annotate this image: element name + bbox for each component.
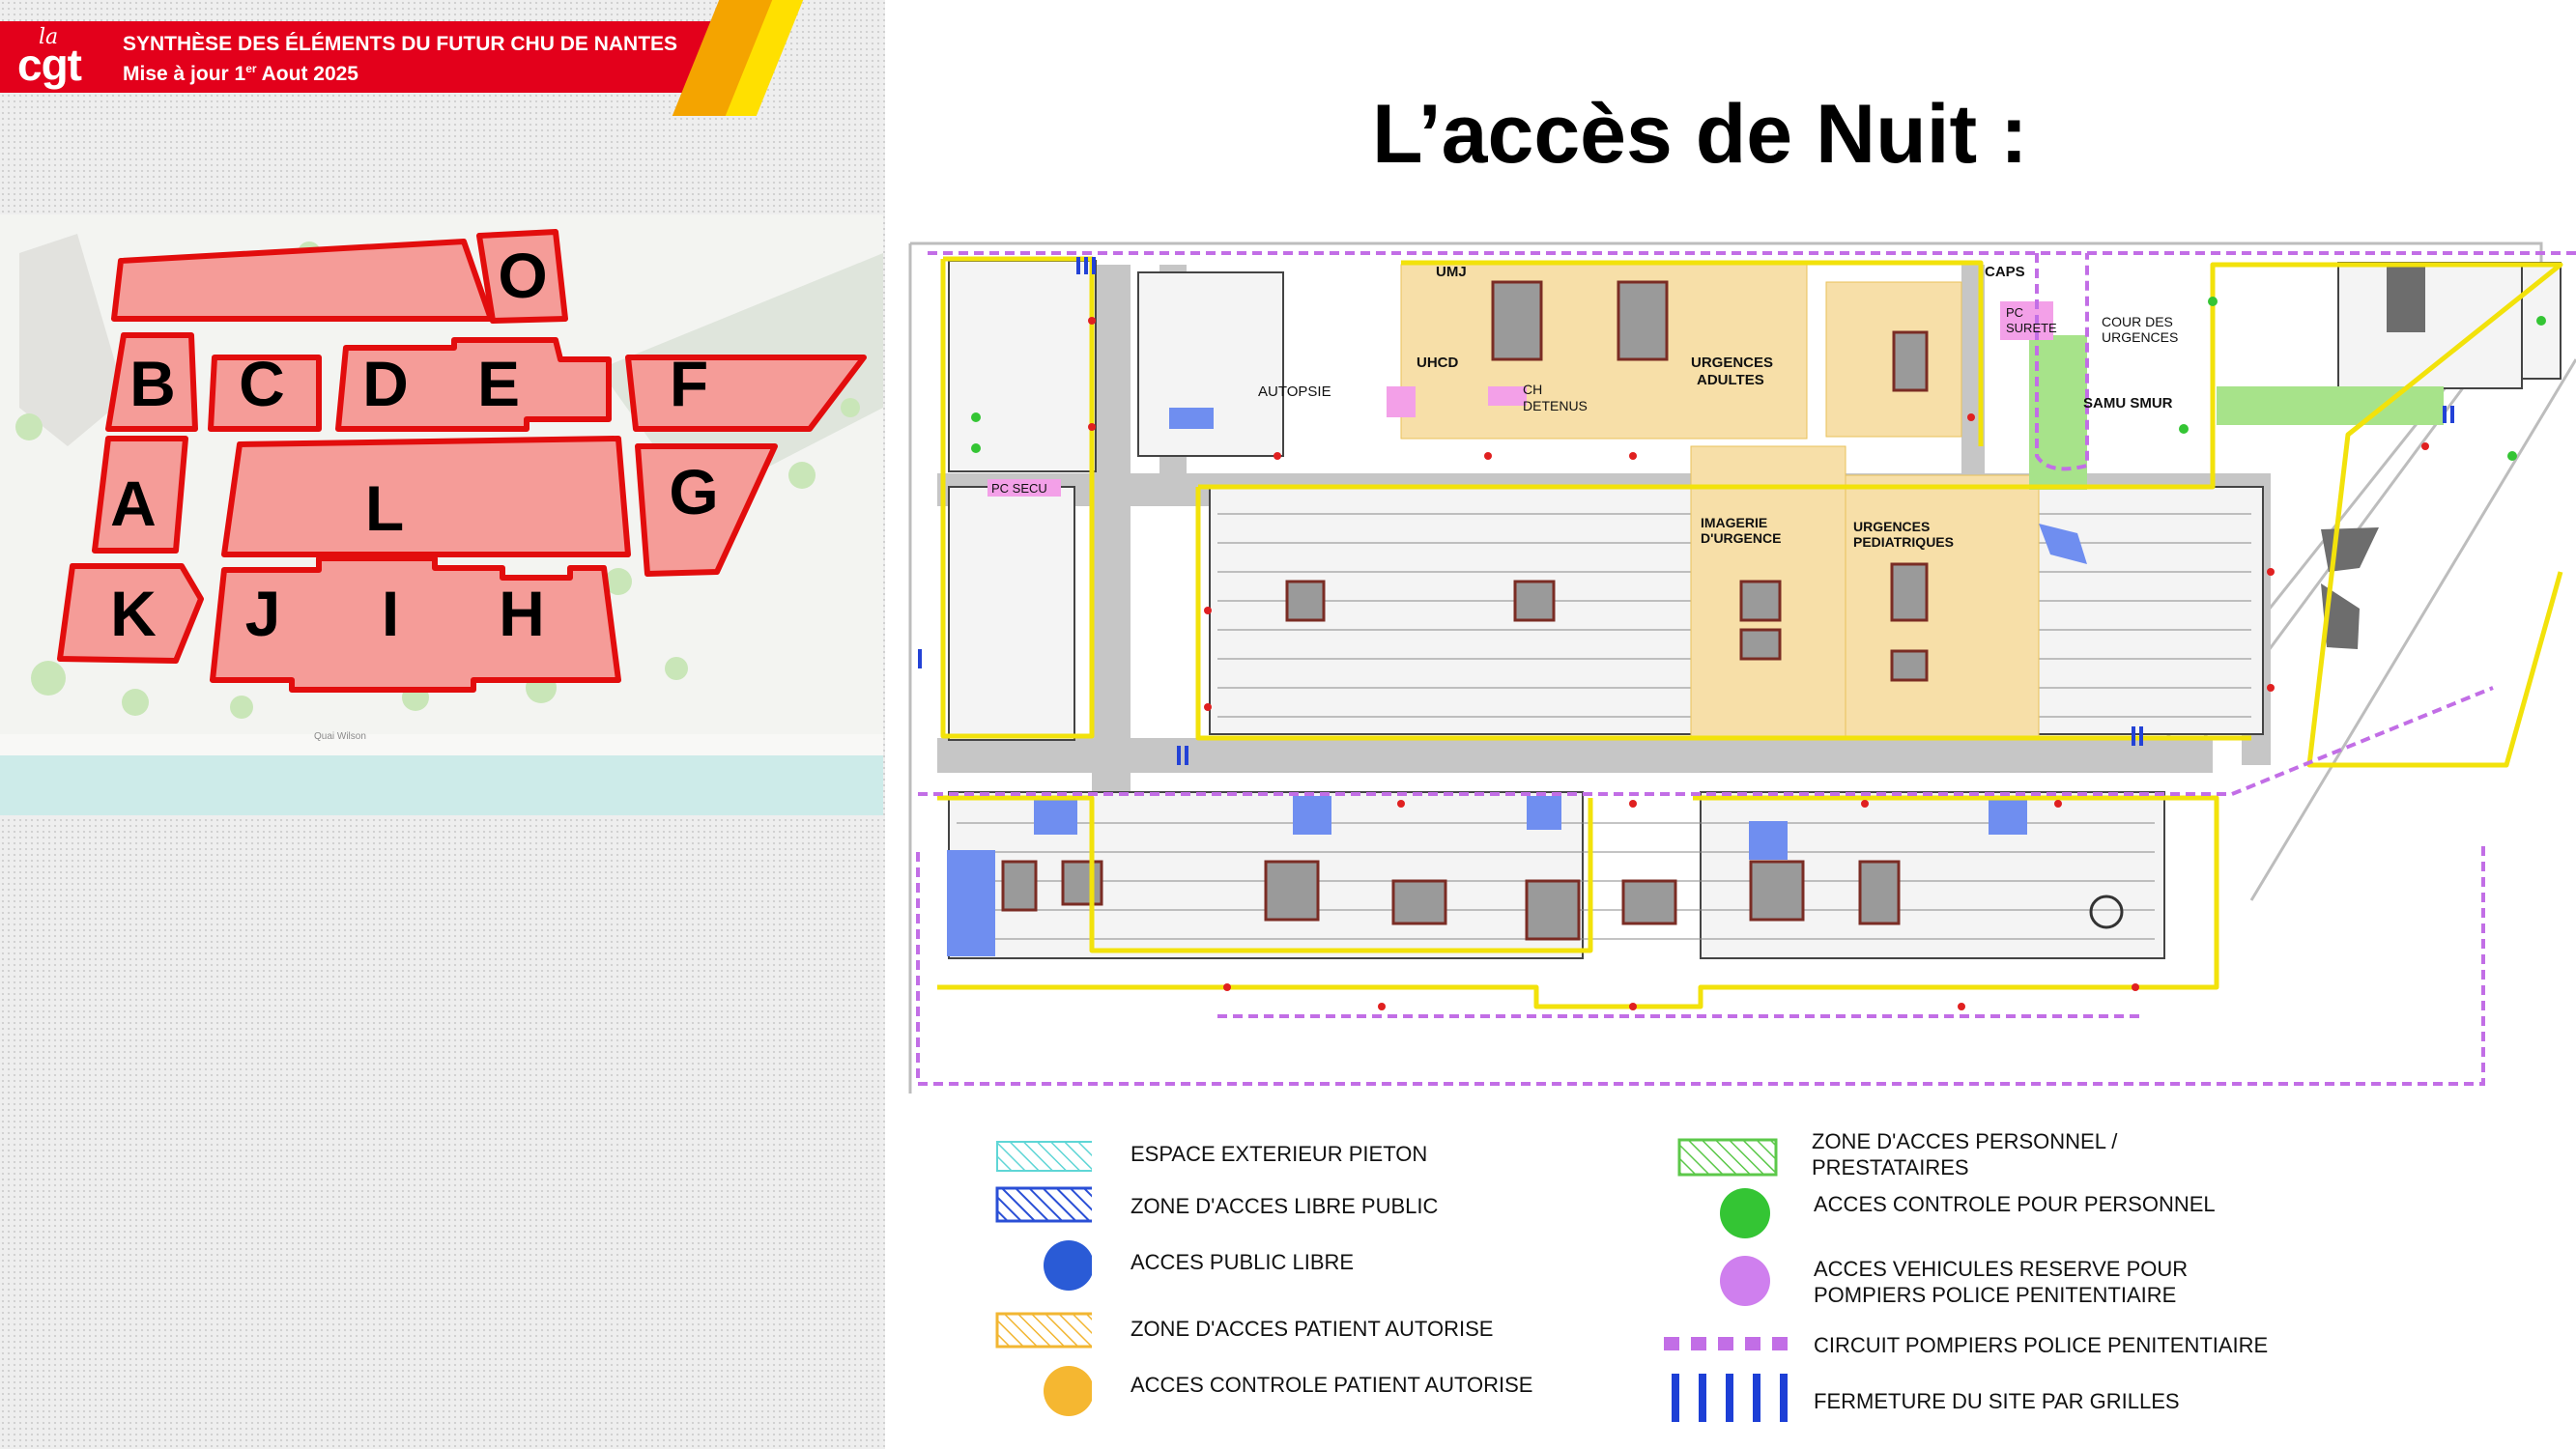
label-caps: CAPS	[1985, 264, 2025, 280]
header-subtitle: Mise à jour 1er Aout 2025	[123, 62, 358, 86]
building-DE	[335, 337, 612, 432]
building-letter: L	[365, 472, 404, 544]
minimap-river	[0, 755, 883, 815]
subtitle-prefix: Mise à jour 1	[123, 63, 246, 85]
building-A	[92, 436, 188, 554]
building-letter: F	[670, 348, 708, 419]
swatch-staff-zone	[1677, 1138, 1778, 1177]
swatch-grilles	[1672, 1374, 1788, 1422]
subtitle-suffix: Aout 2025	[256, 63, 358, 85]
label-imagerie-2: D'URGENCE	[1701, 530, 1781, 546]
building-letter: E	[477, 348, 520, 419]
label-detenus: DETENUS	[1523, 398, 1588, 413]
swatch-public-access	[1044, 1240, 1092, 1291]
label-pc-surete-2: SURETE	[2006, 321, 2057, 335]
legend-swatches-right	[1664, 1138, 1788, 1422]
building-letter: G	[669, 456, 718, 527]
building-G	[635, 443, 778, 577]
label-pc-surete-1: PC	[2006, 305, 2023, 320]
swatch-circuit	[1664, 1337, 1788, 1350]
building-letter: O	[498, 240, 547, 311]
cgt-logo: la cgt	[17, 25, 99, 90]
swatch-public-zone	[995, 1186, 1092, 1223]
plan-labels: UMJ CAPS UHCD CH DETENUS URGENCES ADULTE…	[991, 264, 2178, 550]
legend-label: CIRCUIT POMPIERS POLICE PENITENTIAIRE	[1814, 1333, 2269, 1357]
pink-zones	[987, 301, 2053, 497]
label-autopsie: AUTOPSIE	[1258, 384, 1331, 400]
building-O	[476, 229, 568, 324]
label-uhcd: UHCD	[1417, 355, 1458, 371]
label-cour-1: COUR DES	[2102, 314, 2173, 329]
legend-label: ESPACE EXTERIEUR PIETON	[1131, 1142, 1428, 1166]
label-pc-secu: PC SECU	[991, 481, 1047, 496]
building-letter: B	[129, 348, 176, 419]
grille-fences	[918, 257, 2454, 765]
swatch-vehicle-access	[1720, 1256, 1770, 1306]
building-JIH	[210, 555, 621, 693]
logo-main: cgt	[17, 40, 82, 90]
header-banner	[0, 21, 734, 93]
legend-label-line: ZONE D'ACCES PERSONNEL /	[1812, 1129, 2118, 1153]
label-ch: CH	[1523, 382, 1542, 397]
building-C	[208, 355, 322, 432]
legend-label-line: ACCES VEHICULES RESERVE POUR	[1814, 1257, 2189, 1281]
legend-swatches-left	[995, 1141, 1092, 1416]
emergency-circuit	[916, 251, 2576, 1086]
building-B	[105, 332, 198, 432]
slide-title: L’accès de Nuit :	[1372, 88, 2028, 181]
legend-label: ACCES CONTROLE POUR PERSONNEL	[1814, 1192, 2216, 1216]
minimap-street-label: Quai Wilson	[314, 731, 366, 742]
label-ped-2: PEDIATRIQUES	[1853, 534, 1954, 550]
patient-perimeter	[937, 256, 2563, 1009]
site-minimap: O B C D E F A L G K J I H Quai Wilson	[0, 214, 883, 815]
legend-label: ZONE D'ACCES LIBRE PUBLIC	[1131, 1194, 1439, 1218]
legend-label: ACCES PUBLIC LIBRE	[1131, 1250, 1355, 1274]
swatch-staff-access	[1720, 1188, 1770, 1238]
label-urgences-adultes-2: ADULTES	[1697, 372, 1764, 388]
building-L	[221, 436, 631, 557]
label-imagerie-1: IMAGERIE	[1701, 515, 1767, 530]
public-zone-fill	[947, 408, 2087, 956]
building-letter: J	[245, 578, 281, 649]
label-ped-1: URGENCES	[1853, 519, 1930, 534]
legend-label: ZONE D'ACCES PERSONNEL /PRESTATAIRES	[1812, 1128, 2117, 1180]
building-F	[625, 355, 867, 432]
label-cour-2: URGENCES	[2102, 329, 2178, 345]
legend-label: ACCES CONTROLE PATIENT AUTORISE	[1131, 1373, 1533, 1397]
courtyards	[1001, 280, 1929, 941]
legend-label: ZONE D'ACCES PATIENT AUTORISE	[1131, 1317, 1494, 1341]
access-points-red	[1088, 317, 2429, 1010]
building-letter: K	[110, 578, 157, 649]
minimap-greenery	[15, 242, 860, 719]
patient-zone-fill	[1400, 264, 2040, 737]
minimap-block	[19, 234, 126, 446]
legend-label-line: POMPIERS POLICE PENITENTIAIRE	[1814, 1283, 2177, 1307]
label-samu-smur: SAMU SMUR	[2083, 395, 2173, 412]
legend-label: FERMETURE DU SITE PAR GRILLES	[1814, 1389, 2180, 1413]
building-letter: A	[110, 468, 157, 539]
swatch-patient-zone	[995, 1312, 1092, 1349]
swatch-pedestrian-space	[996, 1141, 1092, 1172]
access-points-green	[971, 297, 2546, 461]
minimap-buildings	[57, 229, 867, 693]
header-title: SYNTHÈSE DES ÉLÉMENTS DU FUTUR CHU DE NA…	[123, 33, 678, 55]
building-letter: H	[499, 578, 545, 649]
swatch-patient-access	[1044, 1366, 1092, 1416]
label-umj: UMJ	[1436, 264, 1467, 280]
roundabout-symbol	[2089, 895, 2124, 929]
building-K	[57, 563, 204, 664]
building-letter: I	[382, 578, 399, 649]
building-letter: D	[362, 348, 409, 419]
hospital-site-plan: UMJ CAPS UHCD CH DETENUS URGENCES ADULTE…	[899, 224, 2576, 1105]
logo-prefix: la	[39, 25, 59, 49]
label-urgences-adultes-1: URGENCES	[1691, 355, 1773, 371]
legend-label-line: PRESTATAIRES	[1812, 1155, 1969, 1179]
subtitle-sup: er	[245, 62, 257, 75]
minimap-letters: O B C D E F A L G K J I H	[110, 240, 719, 649]
building-letter: C	[239, 348, 285, 419]
minimap-quay	[0, 734, 883, 755]
